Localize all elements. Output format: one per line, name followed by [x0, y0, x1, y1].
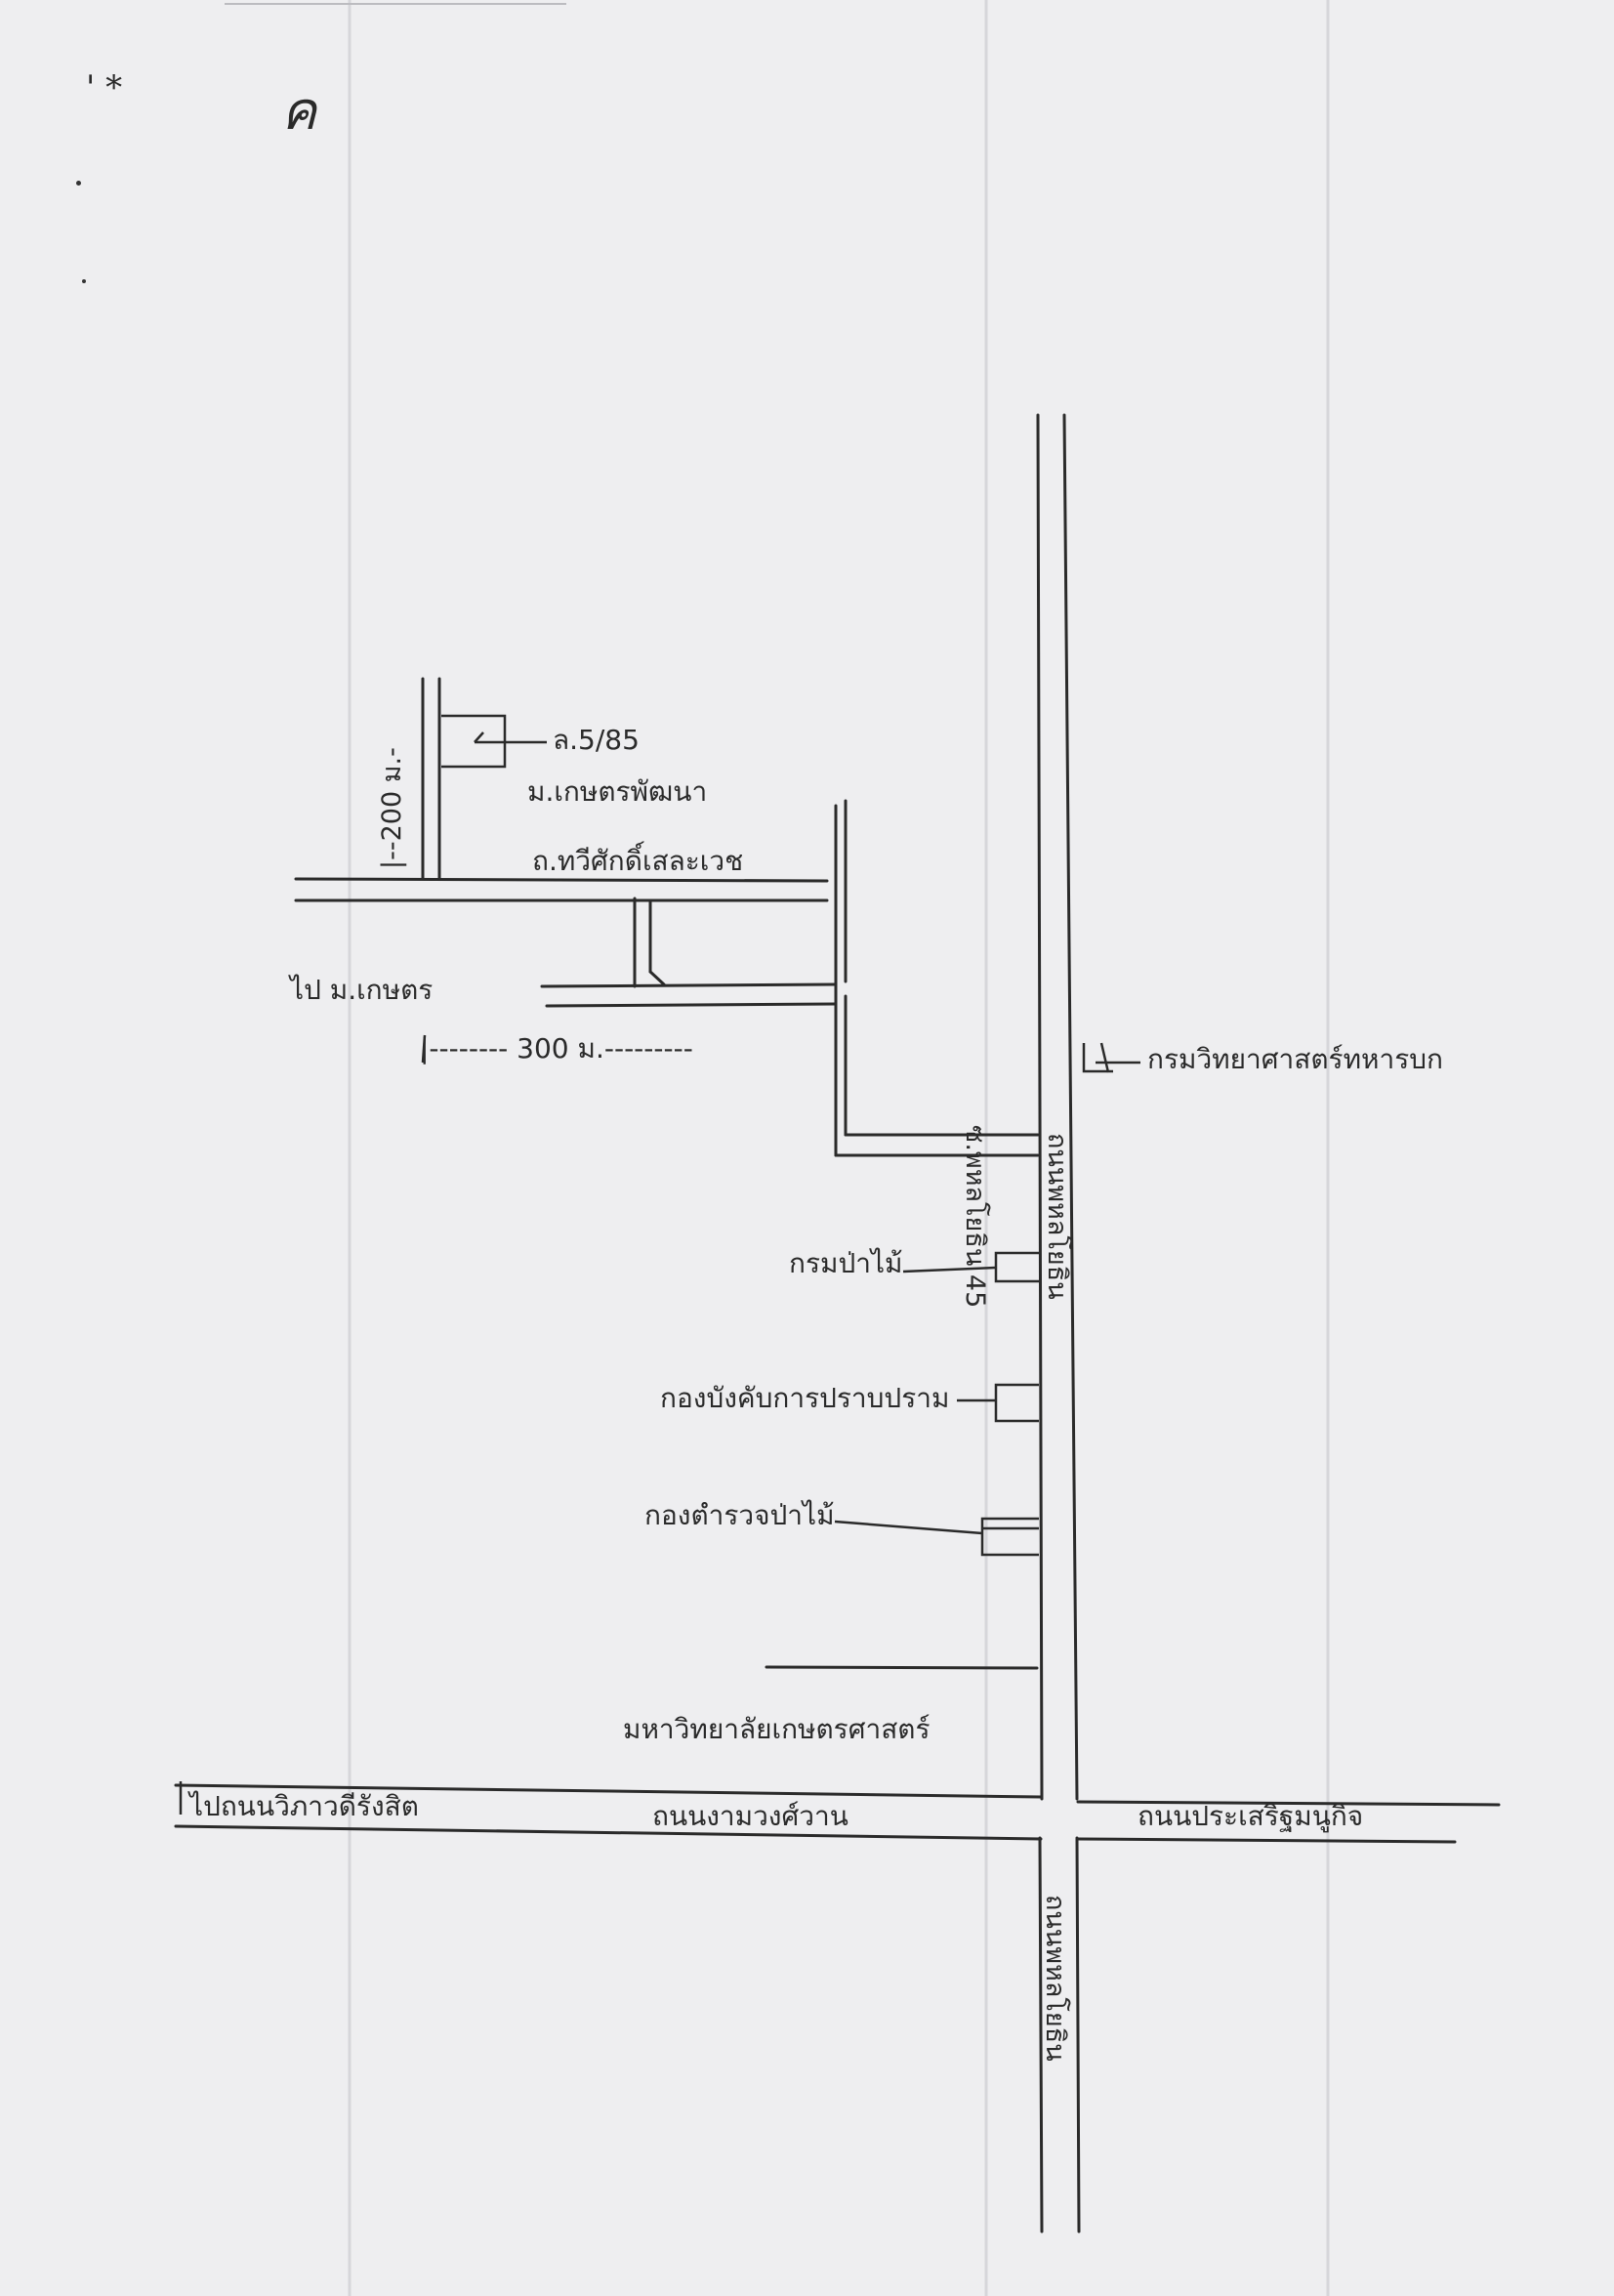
phahonyothin-road-west-edge — [1036, 413, 1044, 1801]
royal-forest-building-box — [994, 1251, 1039, 1283]
distance-300m-label: |-------- 300 ม.--------- — [420, 1032, 693, 1065]
tawee-sak-road-label: ถ.ทวีศักดิ์เสละเวช — [532, 845, 744, 877]
prasert-manukitch-road-south-edge — [1076, 1837, 1457, 1844]
corner-mark: ' * — [86, 68, 123, 107]
ngamwongwan-road-north-edge — [174, 1783, 1043, 1799]
house-pointer-arrow — [474, 731, 484, 743]
ngamwongwan-road-south-edge — [174, 1824, 1043, 1841]
suppression-building-box — [994, 1383, 1039, 1423]
phahonyothin-road-upper-label: ถนนพหลโยธิน — [1042, 1133, 1072, 1300]
distance-300-start-tick — [421, 1034, 427, 1064]
to-kasetsart-label: ไป ม.เกษตร — [290, 974, 434, 1006]
ngamwongwan-road-label: ถนนงามวงศ์วาน — [652, 1800, 848, 1832]
handwritten-initial: ค — [281, 80, 317, 142]
scan-dot — [82, 279, 86, 283]
prasert-manukitch-road-north-edge — [1076, 1800, 1501, 1807]
village-label: ม.เกษตรพัฒนา — [527, 775, 708, 808]
suppression-command-label: กองบังคับการปราบปราม — [660, 1382, 950, 1414]
distance-200m-label: |--200 ม.- — [377, 747, 407, 869]
connector-curve — [648, 970, 666, 986]
phahonyothin-road-east-edge — [1062, 413, 1079, 1801]
phahonyothin-road-lower-label: ถนนพหลโยธิน — [1040, 1895, 1070, 2062]
tawee-sak-road-north-edge — [294, 877, 829, 883]
lane-to-ku-north-edge — [540, 982, 838, 988]
lane-to-ku-south-edge — [545, 1002, 838, 1008]
army-science-building-box — [1082, 1043, 1113, 1073]
forest-police-building-box — [980, 1517, 1039, 1557]
kasetsart-university-label: มหาวิทยาลัยเกษตรศาสตร์ — [623, 1713, 931, 1745]
soi-phahonyothin-45-label: ซ.พหลโยธิน 45 — [960, 1125, 990, 1309]
phahonyothin-road-south-east-edge — [1075, 1836, 1081, 2233]
kasetsart-boundary-line — [765, 1665, 1039, 1670]
royal-forest-pointer-line — [902, 1266, 997, 1273]
forest-police-pointer-line — [834, 1520, 983, 1535]
army-science-dept-label: กรมวิทยาศาสตร์ทหารบก — [1147, 1043, 1443, 1075]
army-science-tick — [1099, 1042, 1110, 1073]
scan-dot — [76, 181, 81, 186]
royal-forest-dept-label: กรมป่าไม้ — [789, 1247, 903, 1279]
phahonyothin-road-south-west-edge — [1038, 1836, 1044, 2233]
lot-number-label: ล.5/85 — [553, 724, 640, 756]
prasert-manukitch-road-label: ถนนประเสริฐมนูกิจ — [1138, 1800, 1364, 1832]
forest-police-label: กองตำรวจป่าไม้ — [644, 1499, 835, 1531]
to-vibhavadi-label: ไปถนนวิภาวดีรังสิต — [189, 1790, 419, 1822]
